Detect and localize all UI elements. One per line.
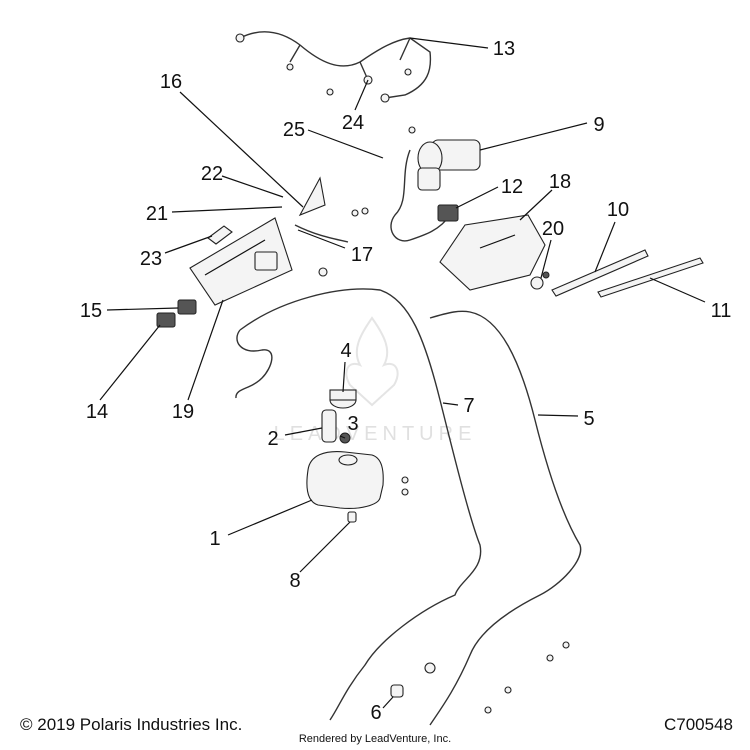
callout-1: 1 xyxy=(209,528,220,550)
washer-hose-7 xyxy=(239,288,482,721)
connector-12 xyxy=(437,204,459,222)
callout-5: 5 xyxy=(583,408,594,430)
callout-19: 19 xyxy=(172,401,194,423)
leader-3 xyxy=(339,435,346,439)
leader-14 xyxy=(99,324,161,401)
wiring-harness-13-branch xyxy=(289,37,411,81)
callout-6: 6 xyxy=(370,702,381,724)
leader-15 xyxy=(106,307,179,311)
leader-10 xyxy=(594,221,616,273)
callout-16: 16 xyxy=(160,71,182,93)
fasteners xyxy=(235,33,570,714)
cap-6 xyxy=(390,684,404,698)
leader-12 xyxy=(455,186,499,209)
callout-23: 23 xyxy=(140,248,162,270)
watermark-flame-icon xyxy=(345,316,399,407)
leader-8 xyxy=(299,521,351,573)
callout-25: 25 xyxy=(283,119,305,141)
callout-10: 10 xyxy=(607,199,629,221)
leader-24 xyxy=(354,79,369,111)
leader-21 xyxy=(171,206,283,213)
switch-15 xyxy=(177,299,197,315)
callout-15: 15 xyxy=(80,300,102,322)
washer-hose-5 xyxy=(429,310,582,726)
callout-24: 24 xyxy=(342,112,364,134)
callout-18: 18 xyxy=(549,171,571,193)
washer-hose-7-loop xyxy=(235,329,273,399)
washer-pump-2 xyxy=(321,409,337,443)
wiper-blade-11 xyxy=(597,257,704,298)
callout-9: 9 xyxy=(593,114,604,136)
hose-17 xyxy=(294,224,349,243)
leader-4 xyxy=(342,361,346,393)
callout-11: 11 xyxy=(711,300,732,322)
callout-20: 20 xyxy=(542,218,564,240)
leader-6 xyxy=(382,696,394,709)
callout-14: 14 xyxy=(86,401,108,423)
callout-2: 2 xyxy=(267,428,278,450)
wiper-cover-18 xyxy=(439,214,546,291)
leader-22 xyxy=(221,175,284,198)
wiring-harness-9 xyxy=(390,149,451,242)
leader-11 xyxy=(649,277,706,303)
leader-5 xyxy=(537,414,579,417)
leader-20 xyxy=(540,239,552,279)
rendered-by-text: Rendered by LeadVenture, Inc. xyxy=(299,733,451,745)
bracket-panel-19 xyxy=(189,217,293,306)
leader-2 xyxy=(284,427,323,436)
washer-reservoir-1 xyxy=(306,451,384,509)
callout-8: 8 xyxy=(289,570,300,592)
leader-13 xyxy=(409,37,489,49)
callout-17: 17 xyxy=(351,244,373,266)
callout-4: 4 xyxy=(340,340,351,362)
leader-7 xyxy=(442,402,459,406)
reservoir-cap-4 xyxy=(329,389,357,409)
callout-12: 12 xyxy=(501,176,523,198)
clip-23 xyxy=(207,225,233,245)
leader-25 xyxy=(307,129,384,159)
leader-19 xyxy=(187,299,224,401)
callout-22: 22 xyxy=(201,163,223,185)
callout-7: 7 xyxy=(463,395,474,417)
leader-23 xyxy=(164,235,213,254)
leader-16 xyxy=(179,91,304,208)
callout-3: 3 xyxy=(347,413,358,435)
wiper-arm-10 xyxy=(551,249,649,297)
wiper-motor-9 xyxy=(417,139,481,191)
leader-18 xyxy=(519,189,553,221)
leader-9 xyxy=(479,122,588,151)
diagram-code: C700548 xyxy=(664,715,733,734)
copyright-text: © 2019 Polaris Industries Inc. xyxy=(20,715,242,734)
callout-13: 13 xyxy=(493,38,515,60)
wiring-harness-13 xyxy=(239,31,432,99)
fitting-8 xyxy=(347,511,357,523)
nut-20 xyxy=(530,271,550,290)
leader-17 xyxy=(297,229,346,249)
switch-14 xyxy=(156,312,176,328)
callout-21: 21 xyxy=(146,203,168,225)
panel-16 xyxy=(298,176,326,217)
leader-1 xyxy=(227,499,313,536)
